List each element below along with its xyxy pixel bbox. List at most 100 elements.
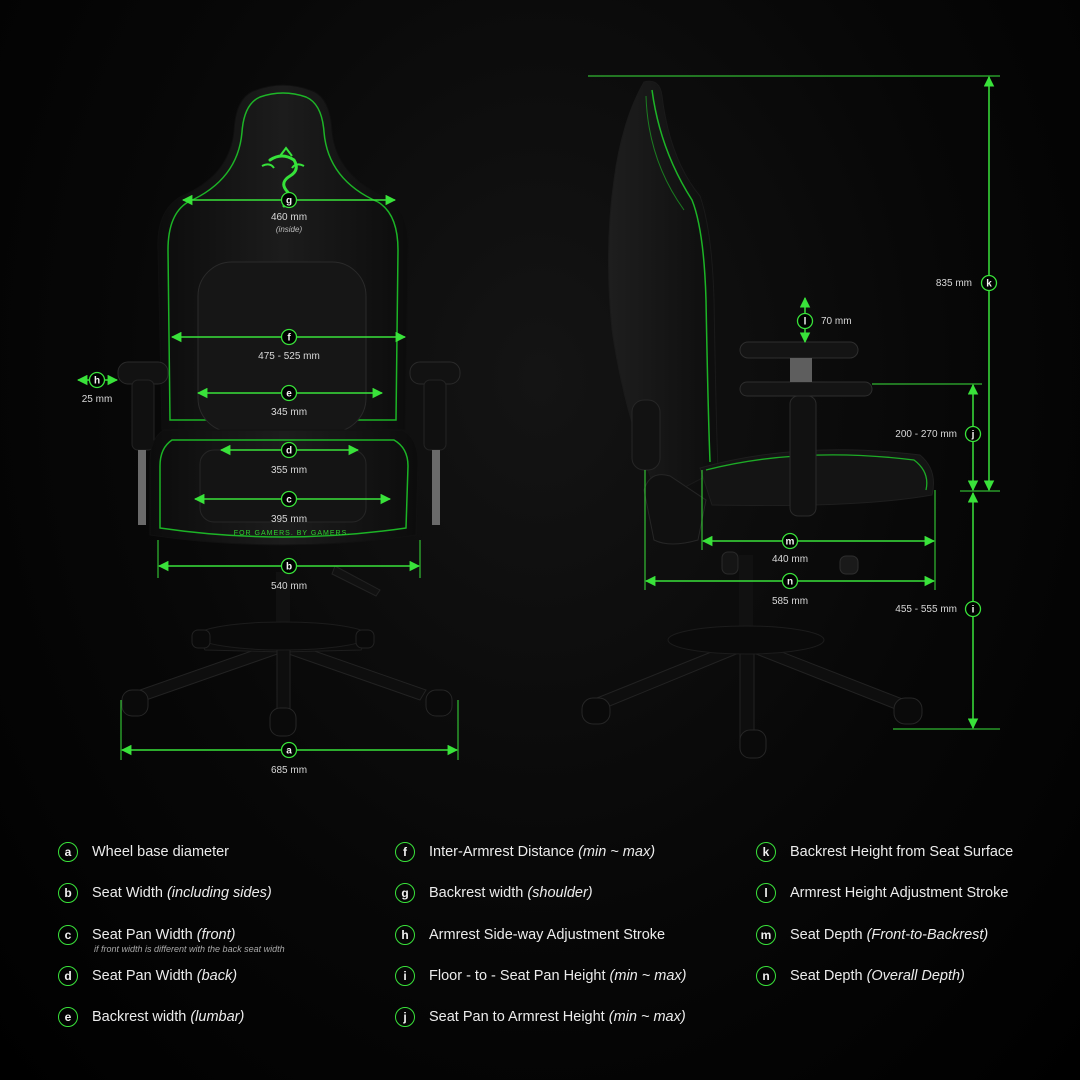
legend-label-i: Floor - to - Seat Pan Height <box>429 968 610 984</box>
dim-e-value: 345 mm <box>271 407 307 418</box>
dim-c-badge: c <box>286 495 292 506</box>
legend-item-f: f Inter-Armrest Distance (min ~ max) <box>395 842 655 862</box>
legend-item-k: k Backrest Height from Seat Surface <box>756 842 1013 862</box>
legend-badge-c: c <box>58 925 78 945</box>
legend-qualifier-g: (shoulder) <box>527 885 593 901</box>
dim-f: f 475 - 525 mm <box>170 328 407 362</box>
legend-badge-h: h <box>395 925 415 945</box>
legend-item-n: n Seat Depth (Overall Depth) <box>756 966 965 986</box>
dim-b-badge: b <box>286 562 292 573</box>
legend-label-f: Inter-Armrest Distance <box>429 844 579 860</box>
dim-l-badge: l <box>804 317 807 328</box>
dim-g-badge: g <box>286 196 292 207</box>
dim-g: g 460 mm (inside) <box>181 191 397 234</box>
dim-k-value: 835 mm <box>936 278 972 289</box>
dim-f-badge: f <box>287 333 291 344</box>
legend-item-i: i Floor - to - Seat Pan Height (min ~ ma… <box>395 966 686 986</box>
dim-m-value: 440 mm <box>772 554 808 565</box>
dim-g-sub: (inside) <box>276 225 303 234</box>
legend-qualifier-j: (min ~ max) <box>608 1009 686 1025</box>
legend-label-j: Seat Pan to Armrest Height <box>429 1009 609 1025</box>
dim-a: a 685 mm <box>120 700 459 776</box>
legend-item-j: j Seat Pan to Armrest Height (min ~ max) <box>395 1007 686 1027</box>
dim-n-badge: n <box>787 577 793 588</box>
dim-m: m 440 mm <box>701 470 936 565</box>
legend-label-e: Backrest width <box>92 1009 191 1025</box>
legend-badge-a: a <box>58 842 78 862</box>
legend-badge-n: n <box>756 966 776 986</box>
legend-label-d: Seat Pan Width <box>92 968 197 984</box>
legend-item-g: g Backrest width (shoulder) <box>395 883 593 903</box>
legend-badge-d: d <box>58 966 78 986</box>
side-chair-base <box>581 551 923 759</box>
dim-j-value: 200 - 270 mm <box>895 429 957 440</box>
legend-qualifier-e: (lumbar) <box>190 1009 245 1025</box>
legend-qualifier-i: (min ~ max) <box>609 968 687 984</box>
legend-badge-b: b <box>58 883 78 903</box>
brand-tagline: FOR GAMERS. BY GAMERS. <box>234 530 350 537</box>
legend-qualifier-d: (back) <box>196 968 238 984</box>
dim-c: c 395 mm <box>193 490 392 525</box>
legend-qualifier-m: (Front-to-Backrest) <box>866 927 989 943</box>
legend-label-a: Wheel base diameter <box>92 844 230 860</box>
dim-k-badge: k <box>986 279 992 290</box>
dim-b-value: 540 mm <box>271 581 307 592</box>
legend-label-k: Backrest Height from Seat Surface <box>790 844 1014 860</box>
side-armrest <box>739 341 873 517</box>
legend-badge-g: g <box>395 883 415 903</box>
legend-label-l: Armrest Height Adjustment Stroke <box>790 885 1009 901</box>
dim-i: i 455 - 555 mm <box>893 491 1000 730</box>
dim-e: e 345 mm <box>196 384 384 418</box>
dim-k: k 835 mm <box>588 75 1000 492</box>
legend-qualifier-f: (min ~ max) <box>578 844 656 860</box>
legend-item-a: a Wheel base diameter <box>58 842 229 862</box>
dim-n: n 585 mm <box>644 470 936 607</box>
dim-l: l 70 mm <box>796 296 852 344</box>
dim-f-value: 475 - 525 mm <box>258 351 320 362</box>
legend-item-m: m Seat Depth (Front-to-Backrest) <box>756 925 988 945</box>
dim-a-badge: a <box>286 746 292 757</box>
legend-badge-k: k <box>756 842 776 862</box>
legend-label-m: Seat Depth <box>790 927 867 943</box>
dim-h-badge: h <box>94 376 100 387</box>
front-chair-base <box>121 565 453 737</box>
front-armrest-left <box>117 361 169 525</box>
dim-i-value: 455 - 555 mm <box>895 604 957 615</box>
dim-d: d 355 mm <box>219 441 360 476</box>
dim-n-value: 585 mm <box>772 596 808 607</box>
side-backrest <box>607 80 719 501</box>
legend-item-b: b Seat Width (including sides) <box>58 883 272 903</box>
dim-d-value: 355 mm <box>271 465 307 476</box>
front-chair: FOR GAMERS. BY GAMERS. <box>117 84 461 737</box>
dim-i-badge: i <box>972 605 975 616</box>
dim-j-badge: j <box>971 430 975 441</box>
legend-qualifier-b: (including sides) <box>166 885 272 901</box>
legend-badge-i: i <box>395 966 415 986</box>
legend-label-n: Seat Depth <box>790 968 867 984</box>
legend-item-d: d Seat Pan Width (back) <box>58 966 237 986</box>
legend-item-e: e Backrest width (lumbar) <box>58 1007 244 1027</box>
legend-item-l: l Armrest Height Adjustment Stroke <box>756 883 1008 903</box>
dim-h-value: 25 mm <box>82 394 113 405</box>
legend-badge-m: m <box>756 925 776 945</box>
dim-b: b 540 mm <box>157 540 421 592</box>
legend-item-c: c Seat Pan Width (front) <box>58 925 235 945</box>
legend-badge-f: f <box>395 842 415 862</box>
chair-dimension-diagram: FOR GAMERS. BY GAMERS. <box>76 75 1000 776</box>
legend-badge-j: j <box>395 1007 415 1027</box>
legend-label-h: Armrest Side-way Adjustment Stroke <box>429 927 666 943</box>
side-chair <box>581 80 934 759</box>
legend-qualifier-n: (Overall Depth) <box>866 968 965 984</box>
legend-badge-l: l <box>756 883 776 903</box>
dim-d-badge: d <box>286 446 292 457</box>
legend-label-c: Seat Pan Width <box>92 927 197 943</box>
front-armrest-right <box>409 361 461 525</box>
dim-a-value: 685 mm <box>271 765 307 776</box>
legend-item-h: h Armrest Side-way Adjustment Stroke <box>395 925 665 945</box>
dim-l-value: 70 mm <box>821 316 852 327</box>
legend-label-b: Seat Width <box>92 885 167 901</box>
legend-note-c: if front width is different with the bac… <box>94 944 285 954</box>
dim-g-value: 460 mm <box>271 212 307 223</box>
legend-label-g: Backrest width <box>429 885 528 901</box>
